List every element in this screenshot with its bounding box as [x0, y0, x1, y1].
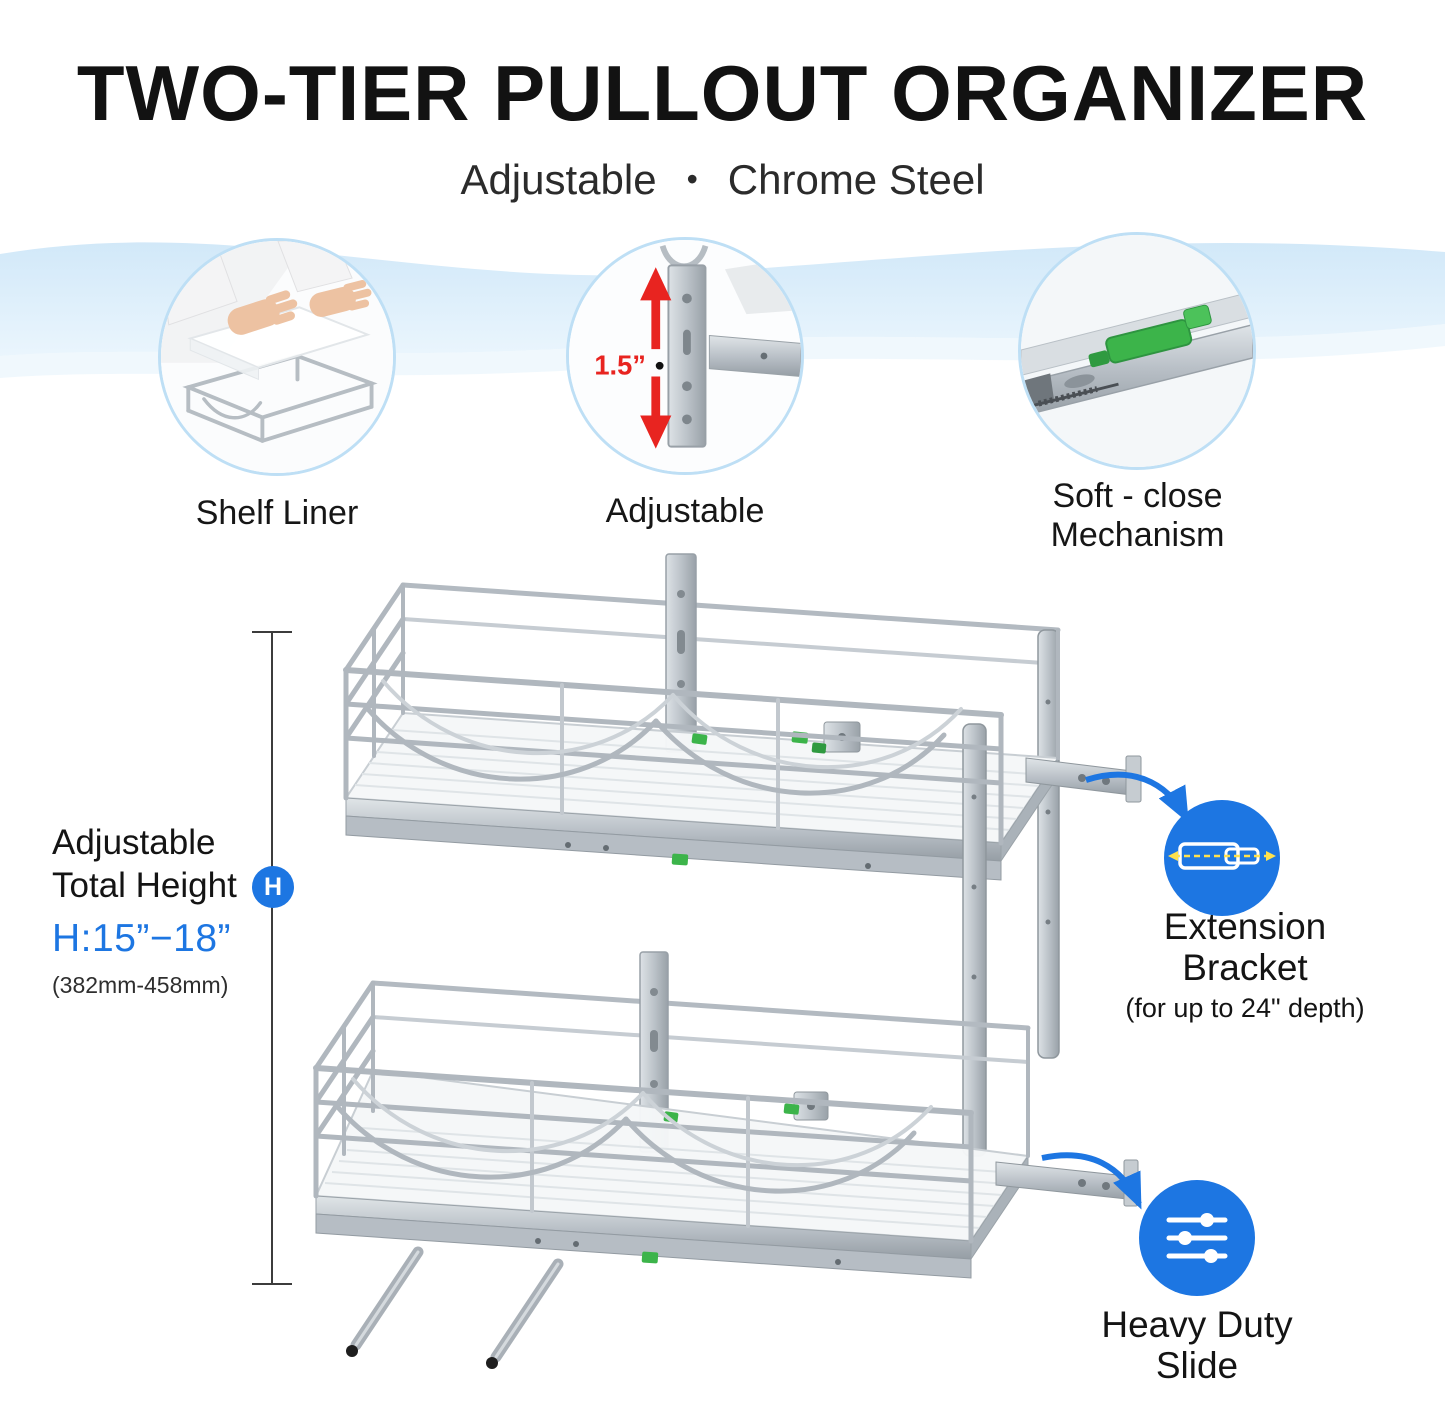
bottom-slide-rail	[995, 1159, 1139, 1207]
subtitle-chrome-steel: Chrome Steel	[727, 156, 985, 203]
feature-label-shelf-liner: Shelf Liner	[195, 494, 359, 532]
subtitle-bullet-icon: •	[686, 161, 698, 197]
slide-annotation-line1: Heavy Duty	[1101, 1304, 1293, 1345]
adjustable-photo-circle: 1.5”	[566, 237, 804, 475]
soft-close-illustration	[1021, 235, 1253, 467]
rear-post	[1037, 629, 1060, 1059]
front-post	[962, 723, 987, 1157]
height-badge: H	[252, 866, 294, 908]
tier2-back-bracket	[639, 951, 669, 1153]
shelf-liner-illustration	[161, 241, 393, 473]
feature-label-adjustable: Adjustable	[605, 492, 765, 530]
pullout-rails	[346, 1246, 564, 1369]
adjustable-dimension-callout: 1.5”	[594, 350, 646, 381]
feature-label-soft-close: Soft - close Mechanism	[995, 477, 1280, 555]
slide-annotation-line2: Slide	[1155, 1345, 1239, 1387]
feature-label-soft-close-line2: Mechanism	[1050, 516, 1225, 555]
extension-annotation: Extension Bracket (for up to 24" depth)	[1078, 906, 1412, 1024]
slide-annotation: Heavy Duty Slide	[1070, 1304, 1324, 1387]
product-illustration	[313, 553, 1142, 1369]
shelf-liner-photo-circle	[158, 238, 396, 476]
soft-close-photo-circle	[1018, 232, 1256, 470]
extension-annotation-line3: (for up to 24" depth)	[1125, 992, 1365, 1023]
height-annotation: Adjustable Total Height H:15”−18” (382mm…	[52, 822, 237, 999]
top-basket	[343, 582, 1060, 846]
height-annotation-line2: Total Height	[52, 865, 237, 905]
height-annotation-line1: Adjustable	[52, 823, 216, 862]
extension-annotation-line2: Bracket	[1182, 947, 1308, 989]
extension-bracket-icon	[1164, 800, 1280, 916]
subtitle: Adjustable • Chrome Steel	[0, 156, 1445, 204]
height-range: H:15”−18”	[52, 917, 232, 961]
bottom-basket	[313, 980, 1030, 1244]
adjustable-illustration: 1.5”	[569, 240, 801, 472]
extension-annotation-line1: Extension	[1163, 906, 1327, 947]
page-title: TWO-TIER PULLOUT ORGANIZER	[76, 49, 1369, 137]
height-metric: (382mm-458mm)	[52, 971, 229, 998]
heavy-duty-slide-icon	[1139, 1180, 1255, 1296]
tier1-back-bracket	[665, 553, 697, 753]
feature-label-soft-close-line1: Soft - close	[1052, 477, 1223, 515]
subtitle-adjustable: Adjustable	[460, 156, 657, 203]
